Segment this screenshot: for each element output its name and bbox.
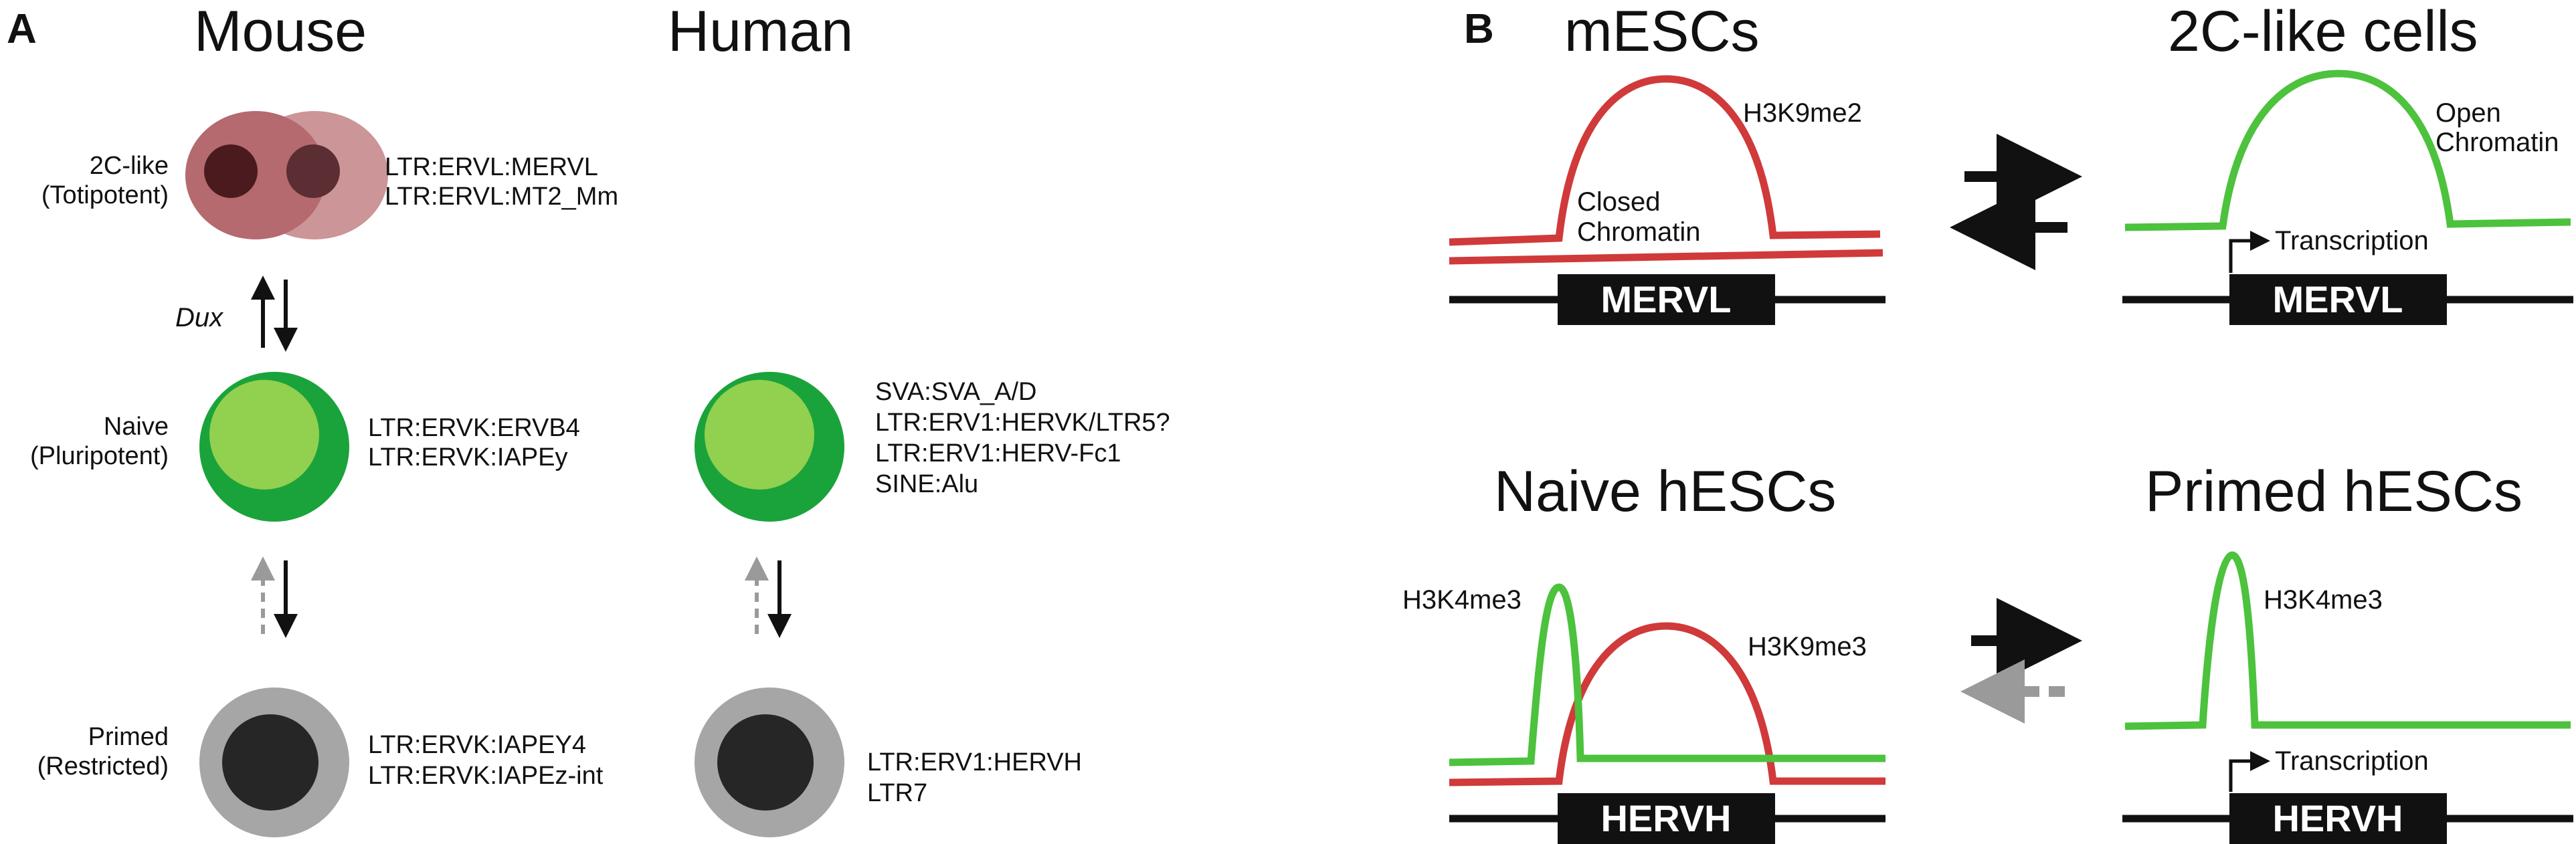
panel-b: B mESCs 2C-like cells MERVL H3K9me2 Clos…	[1402, 0, 2573, 844]
mervl-label: MERVL	[2273, 278, 2403, 320]
dux-label: Dux	[175, 303, 224, 332]
cell-nucleus	[209, 380, 319, 490]
cell-nucleus	[222, 714, 318, 811]
species-human: Human	[668, 0, 853, 64]
cell-nucleus	[717, 714, 814, 811]
species-mouse: Mouse	[194, 0, 367, 64]
human-te-naive-4: SINE:Alu	[875, 470, 978, 498]
human-te-primed-1: LTR:ERV1:HERVH	[867, 748, 1082, 776]
primed-hesc-locus: HERVH Transcription H3K4me3	[2122, 551, 2573, 844]
mervl-label: MERVL	[1601, 278, 1732, 320]
title-primed-hescs: Primed hESCs	[2145, 459, 2522, 524]
panel-a-letter: A	[7, 6, 37, 52]
h3k4me3-line	[1449, 583, 1885, 766]
mark-h3k4me3-right: H3K4me3	[2264, 585, 2383, 615]
panel-a: A Mouse Human 2C-like (Totipotent) Naive…	[7, 0, 1170, 837]
title-naive-hescs: Naive hESCs	[1494, 459, 1836, 524]
closed-chromatin-line2: Chromatin	[1577, 217, 1701, 247]
h3k9me2-lower-line	[1449, 249, 1883, 265]
mark-h3k9me2: H3K9me2	[1743, 98, 1862, 128]
closed-chromatin-line1: Closed	[1577, 187, 1661, 217]
title-2c-like-cells: 2C-like cells	[2168, 0, 2478, 64]
transcription-arrow	[2229, 751, 2270, 792]
transcription-label: Transcription	[2275, 746, 2429, 776]
stage-primed-line2: (Restricted)	[37, 752, 169, 780]
two-c-locus: MERVL Transcription Open Chromatin	[2122, 70, 2573, 325]
mervl-box	[2229, 274, 2447, 325]
mescs-locus: MERVL H3K9me2 Closed Chromatin	[1449, 75, 1885, 325]
transcription-arrow	[2229, 231, 2270, 273]
open-chromatin-line1: Open	[2435, 98, 2501, 128]
cell-nucleus	[705, 380, 814, 490]
mouse-te-2c-2: LTR:ERVL:MT2_Mm	[385, 183, 618, 211]
human-primed-cell	[695, 688, 844, 837]
human-naive-cell	[695, 372, 844, 522]
nucleus-left	[204, 144, 258, 198]
mouse-te-primed-2: LTR:ERVK:IAPEz-int	[368, 762, 604, 790]
stage-2c-line2: (Totipotent)	[41, 181, 169, 209]
hervh-label: HERVH	[2272, 797, 2403, 839]
mark-h3k9me3: H3K9me3	[1748, 632, 1867, 661]
stage-naive-line2: (Pluripotent)	[30, 442, 169, 470]
open-chromatin-line2: Chromatin	[2435, 128, 2559, 157]
h3k4me3-line	[2124, 551, 2571, 730]
mouse-naive-cell	[199, 372, 349, 522]
mervl-box	[1558, 274, 1775, 325]
hervh-box	[2229, 793, 2447, 844]
two-cell-embryo	[185, 111, 388, 239]
stage-naive-line1: Naive	[104, 413, 169, 441]
h3k9me2-upper-line	[1449, 75, 1881, 246]
panel-b-letter: B	[1464, 6, 1494, 52]
hervh-label: HERVH	[1600, 797, 1731, 839]
stage-primed-line1: Primed	[88, 723, 169, 751]
hervh-box	[1558, 793, 1775, 844]
mark-h3k4me3-left: H3K4me3	[1402, 585, 1522, 615]
human-te-naive-3: LTR:ERV1:HERV-Fc1	[875, 439, 1121, 467]
human-te-primed-2: LTR7	[867, 779, 927, 807]
mouse-te-primed-1: LTR:ERVK:IAPEY4	[368, 731, 586, 759]
mouse-primed-cell	[199, 688, 349, 837]
title-mescs: mESCs	[1564, 0, 1759, 64]
mouse-te-naive-1: LTR:ERVK:ERVB4	[368, 414, 580, 442]
naive-hesc-locus: HERVH H3K4me3 H3K9me3	[1402, 583, 1885, 844]
mouse-te-naive-2: LTR:ERVK:IAPEy	[368, 443, 567, 471]
human-te-naive-2: LTR:ERV1:HERVK/LTR5?	[875, 409, 1170, 437]
nucleus-right	[286, 144, 340, 198]
stage-2c-line1: 2C-like	[90, 152, 169, 180]
human-te-naive-1: SVA:SVA_A/D	[875, 378, 1036, 406]
mouse-te-2c-1: LTR:ERVL:MERVL	[385, 153, 598, 181]
open-chromatin-line	[2124, 70, 2571, 231]
transcription-label: Transcription	[2275, 226, 2429, 255]
